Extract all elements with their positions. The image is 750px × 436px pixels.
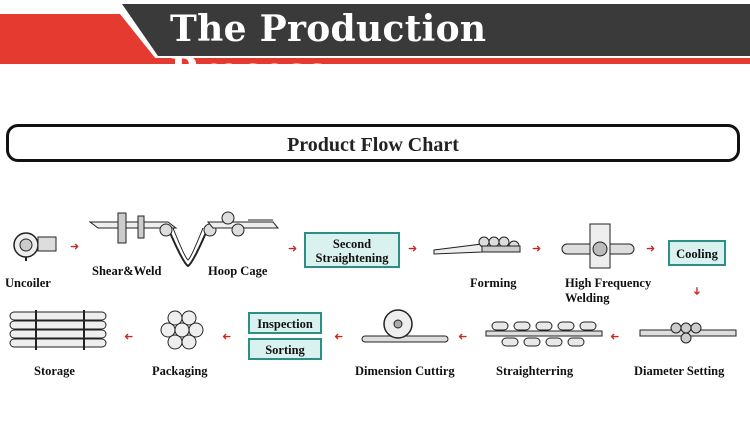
- arrow-right-4: ➜: [532, 242, 542, 255]
- sorting-label: Sorting: [265, 343, 305, 357]
- second-straightening-line2: Straightening: [315, 251, 389, 265]
- arrow-left-5: ➜: [124, 330, 134, 343]
- arrow-left-2: ➜: [458, 330, 468, 343]
- page-title: The Production Process: [170, 8, 487, 92]
- high-frequency-label-2: Welding: [565, 291, 610, 305]
- banner-red-stripe: [0, 14, 160, 64]
- diameter-setting-icon: [639, 322, 737, 344]
- header-banner: [0, 4, 750, 64]
- inspection-label: Inspection: [257, 317, 313, 331]
- shear-weld-hoop-cage-icon: [88, 211, 280, 268]
- arrow-left-4: ➜: [222, 330, 232, 343]
- flow-chart-title: Product Flow Chart: [287, 134, 459, 156]
- forming-icon: [433, 236, 521, 255]
- high-frequency-welding-icon: [561, 223, 635, 269]
- dimension-cutting-icon: [361, 309, 449, 343]
- straightening-icon: [485, 321, 603, 347]
- uncoiler-icon: [13, 232, 57, 261]
- arrow-down: ➜: [690, 286, 704, 296]
- arrow-right-2: ➜: [288, 242, 298, 255]
- arrow-right-1: ➜: [70, 240, 80, 253]
- cooling-box: Cooling: [668, 240, 726, 266]
- storage-icon: [9, 310, 107, 350]
- hoop-cage-label: Hoop Cage: [208, 264, 268, 278]
- banner-red-underline: [150, 58, 750, 64]
- banner-dark-bar: [122, 4, 750, 56]
- sorting-box: Sorting: [248, 338, 322, 360]
- arrow-right-3: ➜: [408, 242, 418, 255]
- packaging-label: Packaging: [152, 364, 208, 378]
- arrow-left-1: ➜: [610, 330, 620, 343]
- inspection-box: Inspection: [248, 312, 322, 334]
- cooling-label: Cooling: [676, 247, 718, 261]
- storage-label: Storage: [34, 364, 75, 378]
- arrow-right-5: ➜: [646, 242, 656, 255]
- high-frequency-label-1: High Frequency: [565, 276, 652, 290]
- second-straightening-line1: Second: [332, 237, 372, 251]
- dimension-cutting-label: Dimension Cuttirg: [355, 364, 455, 378]
- flow-chart-title-box: Product Flow Chart: [6, 124, 740, 162]
- uncoiler-label: Uncoiler: [5, 276, 51, 290]
- straightering-label: Straighterring: [496, 364, 574, 378]
- arrow-left-3: ➜: [334, 330, 344, 343]
- diameter-setting-label: Diameter Setting: [634, 364, 725, 378]
- second-straightening-box: Second Straightening: [304, 232, 400, 268]
- shear-weld-label: Shear&Weld: [92, 264, 162, 278]
- forming-label: Forming: [470, 276, 517, 290]
- packaging-icon: [160, 310, 204, 350]
